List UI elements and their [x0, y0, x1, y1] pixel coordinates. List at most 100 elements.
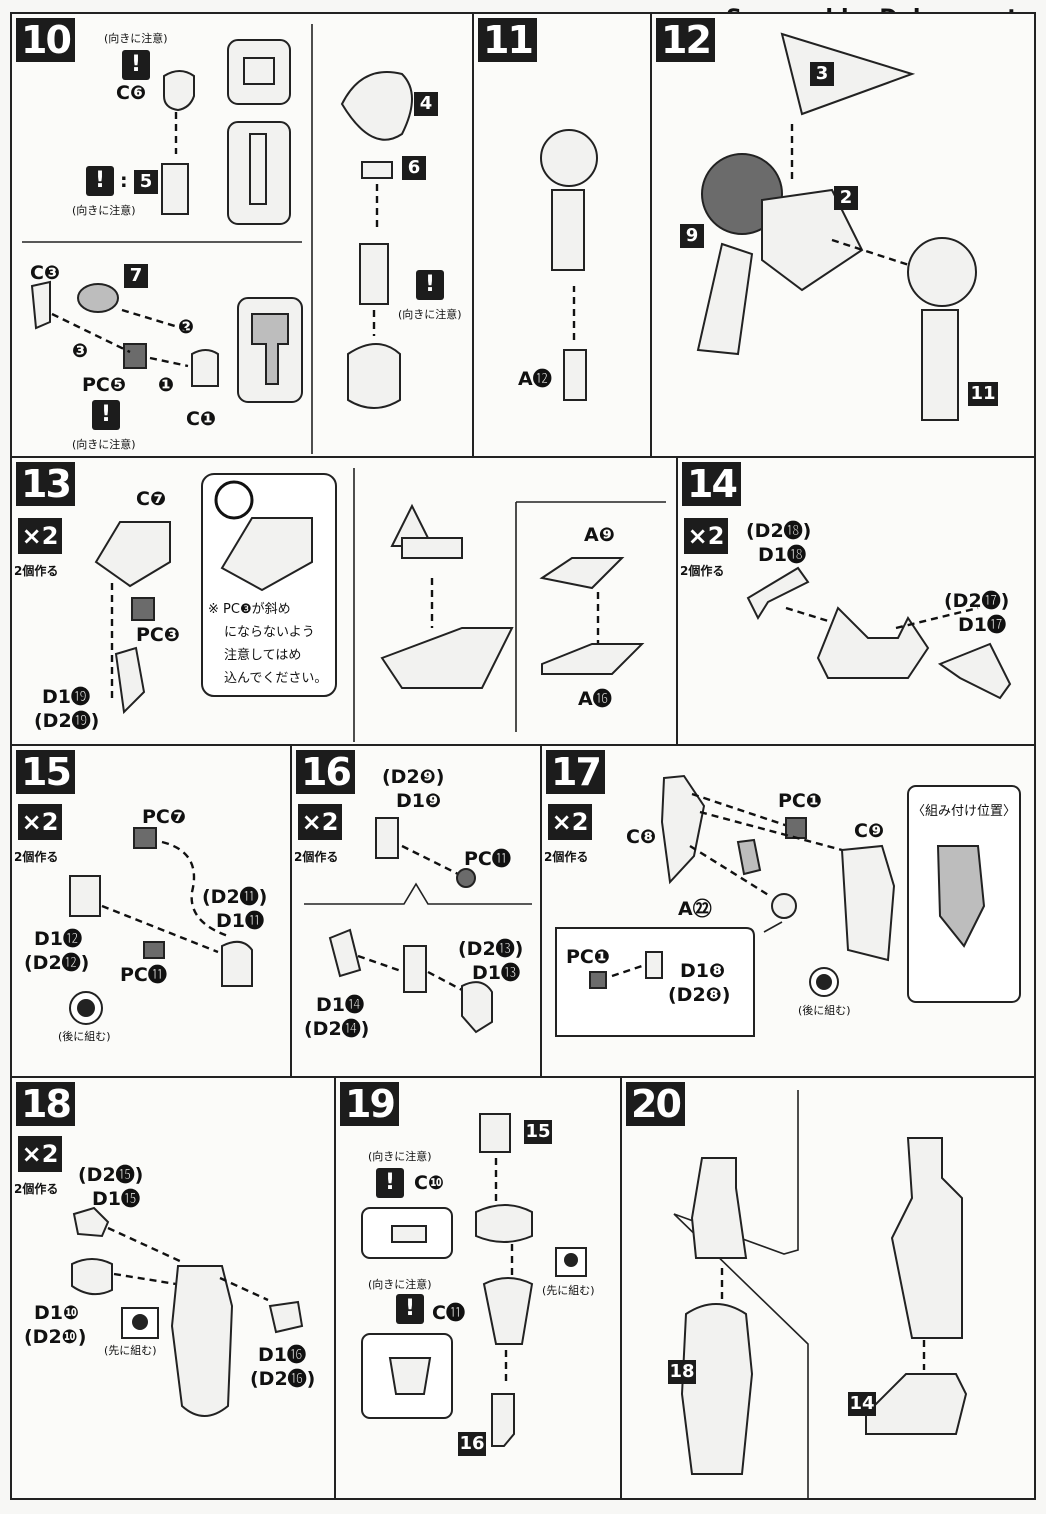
quantity-x2: ×2 — [684, 518, 728, 554]
label-d1-12: D1⓬ — [34, 928, 82, 950]
part-badge-15: 15 — [524, 1120, 552, 1144]
part-pc7 — [133, 827, 157, 849]
part-badge-5: 5 — [134, 170, 158, 194]
arm-ball — [540, 129, 598, 187]
label-d2-18: (D2⓲) — [746, 520, 812, 542]
part-a22 — [736, 838, 762, 876]
label-d1-18: D1⓲ — [758, 544, 806, 566]
leg-assembled — [890, 1137, 963, 1339]
part-15 — [479, 1113, 511, 1153]
label-d1-15: D1⓯ — [92, 1188, 140, 1210]
quantity-x2: ×2 — [548, 804, 592, 840]
part-d1-14 — [328, 928, 362, 978]
foot-base — [380, 627, 514, 689]
label-c9: C❾ — [854, 820, 885, 842]
part-16 — [491, 1393, 515, 1447]
part-c10 — [475, 1204, 533, 1243]
label-c1: C❶ — [186, 408, 217, 430]
part-pc11 — [456, 868, 476, 888]
part-a9 — [539, 557, 625, 590]
step-number: 19 — [340, 1082, 399, 1126]
label-d2-13: (D2⓭) — [458, 938, 524, 960]
caution-note: (向きに注意) — [368, 1150, 432, 1163]
part-14-foot — [865, 1373, 968, 1435]
part-badge-9: 9 — [680, 224, 704, 248]
part-a16 — [541, 643, 645, 675]
part-c11 — [482, 1277, 534, 1345]
step-number: 14 — [682, 462, 741, 506]
step-16-panel: 16 ×2 2個作る (D2❾) D1❾ PC⓫ (D2⓭) D1⓭ D1⓮ (… — [290, 744, 544, 1078]
label-d1-8: D1❽ — [680, 960, 726, 982]
caution-note: (向きに注意) — [398, 308, 462, 321]
part-11-arm — [921, 309, 959, 421]
part-badge-4: 4 — [414, 92, 438, 116]
quantity-x2: ×2 — [18, 518, 62, 554]
label-d2-17: (D2⓱) — [944, 590, 1010, 612]
part-2-torso — [761, 188, 864, 292]
part-d1-13 — [461, 981, 493, 1034]
ok-circle-icon — [214, 480, 254, 520]
part-c8 — [660, 774, 706, 885]
label-pc1-sub: PC❶ — [566, 946, 610, 968]
part-5 — [161, 163, 189, 215]
step-15-panel: 15 ×2 2個作る PC❼ (D2⓫) D1⓫ D1⓬ (D2⓬) PC⓫ (… — [10, 744, 294, 1078]
assembly-bottom — [347, 343, 401, 409]
part-18-lower-leg — [680, 1303, 754, 1475]
step-number: 11 — [478, 18, 537, 62]
part-pc11 — [143, 941, 165, 959]
label-pc3: PC❸ — [136, 624, 180, 646]
part-c3 — [30, 280, 51, 330]
step-number: 16 — [296, 750, 355, 794]
label-pc5: PC❺ — [82, 374, 126, 396]
step-number: 17 — [546, 750, 605, 794]
caution-icon: ! — [376, 1168, 404, 1198]
position-title: 〈組み付け位置〉 — [912, 804, 1017, 819]
quantity-x2: ×2 — [18, 804, 62, 840]
label-d2-14: (D2⓮) — [304, 1018, 370, 1040]
part-badge-14: 14 — [848, 1392, 876, 1416]
label-d1-10: D1❿ — [34, 1302, 80, 1324]
step-20-panel: 20 18 14 — [620, 1076, 1036, 1500]
part-pc1 — [785, 817, 807, 839]
label-d2-15: (D2⓯) — [78, 1164, 144, 1186]
step-number: 20 — [626, 1082, 685, 1126]
later-note: (後に組む) — [58, 1030, 111, 1043]
step-12-drawing — [696, 32, 977, 421]
make-two-note: 2個作る — [680, 564, 725, 578]
step-18-panel: 18 ×2 2個作る (D2⓯) D1⓯ D1❿ (D2❿) (先に組む) D1… — [10, 1076, 336, 1500]
part-badge-3: 3 — [810, 62, 834, 86]
part-c6 — [163, 70, 195, 112]
step-19-panel: 19 15 (向きに注意) ! C❿ (先に組む) (向きに注意) ! C⓫ 1… — [334, 1076, 622, 1500]
label-c6: C❻ — [116, 82, 147, 104]
part-d1-12 — [69, 875, 101, 917]
note-line-1: ※ PC❸が斜め — [208, 602, 291, 617]
label-d2-19: (D2⓳) — [34, 710, 100, 732]
step-number: 18 — [16, 1082, 75, 1126]
part-c9 — [840, 844, 896, 962]
label-d1-19: D1⓳ — [42, 686, 90, 708]
label-a9: A❾ — [584, 524, 615, 546]
label-c10: C❿ — [414, 1172, 445, 1194]
make-two-note: 2個作る — [294, 850, 339, 864]
label-d1-9: D1❾ — [396, 790, 442, 812]
caution-icon: ! — [396, 1294, 424, 1324]
label-d2-9: (D2❾) — [382, 766, 445, 788]
quantity-x2: ×2 — [298, 804, 342, 840]
part-7 — [77, 283, 119, 313]
label-d1-17: D1⓱ — [958, 614, 1006, 636]
part-6 — [361, 161, 393, 179]
label-d1-14: D1⓮ — [316, 994, 364, 1016]
note-line-4: 込んでください。 — [224, 671, 328, 686]
hand-a12 — [563, 349, 587, 401]
label-c7: C❼ — [136, 488, 167, 510]
part-d1-19 — [114, 646, 146, 715]
note-line-2: にならないよう — [224, 625, 315, 640]
caution-note: (向きに注意) — [368, 1278, 432, 1291]
label-pc7: PC❼ — [142, 806, 186, 828]
part-badge-6: 6 — [402, 156, 426, 180]
step-10-panel: 10 — [10, 12, 474, 458]
make-two-note: 2個作る — [14, 850, 59, 864]
step-16-drawing — [304, 817, 532, 1034]
label-d1-13: D1⓭ — [472, 962, 520, 984]
step-17-panel: 17 ×2 2個作る PC❶ C❽ C❾ A㉒ PC❶ D1❽ (D2 — [540, 744, 1036, 1078]
